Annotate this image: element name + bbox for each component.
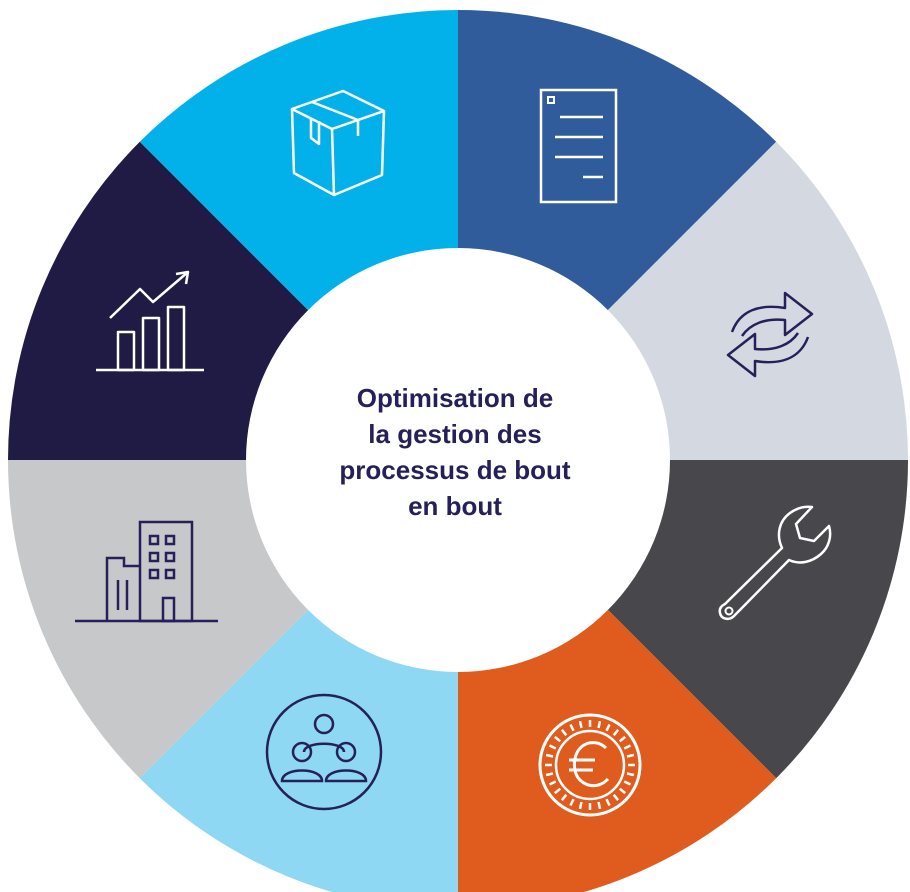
coin-tick xyxy=(560,793,568,801)
coin-tick xyxy=(605,723,611,732)
buildings-icon xyxy=(75,520,218,623)
coin-tick xyxy=(618,787,626,795)
coin-tick xyxy=(548,780,557,786)
coin-tick xyxy=(548,744,557,750)
coin-tick xyxy=(626,772,635,777)
center-title-line: Optimisation de xyxy=(356,383,554,413)
center-title-line: en bout xyxy=(408,491,502,521)
coin-tick xyxy=(597,720,602,729)
center-title-line: processus de bout xyxy=(339,455,571,485)
coin-tick xyxy=(605,798,611,807)
center-title-line: la gestion des xyxy=(368,419,542,449)
coin-tick xyxy=(612,729,620,737)
people-group-icon xyxy=(265,693,383,811)
wrench-icon xyxy=(718,505,832,621)
sync-arrows-icon xyxy=(726,291,814,378)
coin-tick xyxy=(569,723,575,732)
coin-tick xyxy=(618,735,626,743)
coin-tick xyxy=(560,729,568,737)
document-icon xyxy=(539,88,618,204)
coin-tick xyxy=(578,720,583,729)
euro-coin-icon xyxy=(538,713,642,817)
coin-tick xyxy=(597,801,602,810)
coin-tick xyxy=(623,744,632,750)
coin-tick xyxy=(554,735,562,743)
coin-tick xyxy=(626,753,635,758)
coin-tick xyxy=(578,801,583,810)
growth-chart-icon xyxy=(96,270,204,372)
coin-tick xyxy=(554,787,562,795)
package-box-icon xyxy=(290,89,386,197)
coin-tick xyxy=(623,780,632,786)
coin-tick xyxy=(569,798,575,807)
center-hub xyxy=(246,248,670,672)
coin-tick xyxy=(545,753,554,758)
center-title: Optimisation de la gestion des processus… xyxy=(305,380,605,524)
coin-tick xyxy=(545,772,554,777)
coin-tick xyxy=(612,793,620,801)
